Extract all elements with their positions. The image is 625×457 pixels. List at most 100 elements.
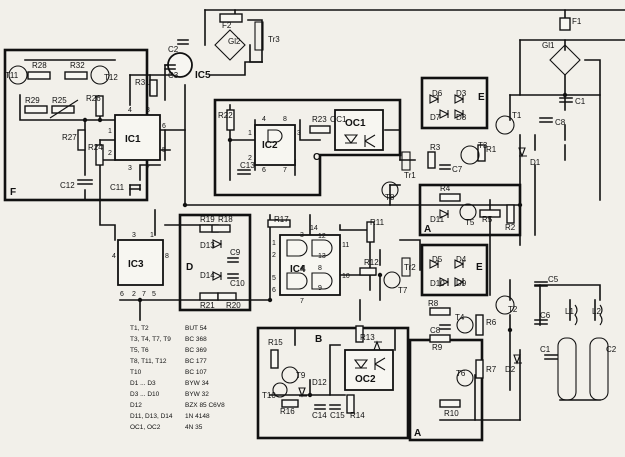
label-r19: R19: [200, 215, 215, 224]
label-r9: R9: [432, 343, 443, 352]
ic4-pin-3: 3: [300, 232, 304, 239]
ic4-pin-10: 10: [342, 273, 350, 280]
legend-row-4-parts: T8, T11, T12: [130, 358, 167, 365]
label-f1: F1: [572, 17, 582, 26]
component-labels: T11 T12 R28 R32 R29 R25 R26 R27 R24 C12 …: [5, 17, 617, 420]
oc2-label: OC2: [355, 374, 376, 385]
label-r15: R15: [268, 338, 283, 347]
ic4-pin-7: 7: [300, 298, 304, 305]
block-b-outline: [256, 326, 410, 440]
ic2-pin-7: 7: [283, 167, 287, 174]
ic2-pin-1: 1: [248, 130, 252, 137]
legend-row-1-parts: T1, T2: [130, 325, 149, 332]
label-t3: T3: [478, 141, 488, 150]
label-r4: R4: [440, 184, 451, 193]
ic3-pin-5: 5: [152, 291, 156, 298]
ic1-label: IC1: [125, 134, 141, 145]
label-t4: T4: [455, 313, 465, 322]
ic2-body: [254, 124, 296, 166]
label-c6: C6: [540, 311, 551, 320]
ic1-pin-7: 7: [146, 165, 150, 172]
label-c3: C3: [168, 71, 179, 80]
block-a1-outline: [418, 183, 522, 237]
label-r1: R1: [486, 145, 497, 154]
legend-row-8-parts: D12: [130, 402, 142, 409]
label-r26: R26: [86, 94, 101, 103]
ic3-pin-1: 1: [150, 232, 154, 239]
label-r8: R8: [428, 299, 439, 308]
label-r5: R5: [482, 215, 493, 224]
label-r13: R13: [360, 333, 375, 342]
legend-row-2-type: BC 368: [185, 336, 207, 343]
label-tr2: Tr2: [404, 263, 416, 272]
label-c7: C7: [452, 165, 463, 174]
label-d3: D3: [456, 89, 467, 98]
ic3-pin-7: 7: [142, 291, 146, 298]
ic2-label: IC2: [262, 140, 278, 151]
legend-row-1-type: BUT 54: [185, 325, 207, 332]
block-e1-label: E: [478, 92, 485, 103]
block-b-label: B: [315, 334, 322, 345]
ic2-pin-6: 6: [262, 167, 266, 174]
block-a1-label: A: [424, 224, 431, 235]
block-f-label: F: [10, 187, 16, 198]
ic2-pin-8: 8: [283, 116, 287, 123]
label-gl1: Gl1: [542, 41, 555, 50]
legend-row-2-parts: T3, T4, T7, T9: [130, 336, 171, 343]
label-l2: L2: [592, 307, 601, 316]
transistors: [8, 65, 515, 398]
label-c2-out: C2: [606, 345, 617, 354]
block-e1-outline: [420, 76, 489, 130]
ic4-pin-1: 1: [272, 240, 276, 247]
legend-row-10-parts: OC1, OC2: [130, 424, 161, 431]
label-r14: R14: [350, 411, 365, 420]
label-d6: D6: [432, 89, 443, 98]
label-r27: R27: [62, 133, 77, 142]
block-d-outline: [178, 213, 252, 312]
magnetics-and-loads: [219, 13, 609, 401]
label-r22: R22: [218, 111, 233, 120]
label-c15: C15: [330, 411, 345, 420]
label-d2: D2: [505, 365, 516, 374]
ic1-pin-4: 4: [128, 107, 132, 114]
legend-row-3-type: BC 369: [185, 347, 207, 354]
capacitors: [77, 39, 573, 410]
label-r21: R21: [200, 301, 215, 310]
ic1-pin-1: 1: [108, 128, 112, 135]
ic2-pin-2: 2: [248, 155, 252, 162]
label-c10: C10: [230, 279, 245, 288]
label-r18: R18: [218, 215, 233, 224]
label-c13: C13: [240, 161, 255, 170]
functional-blocks: [3, 48, 522, 442]
resistors: [24, 71, 515, 414]
ic-pin-numbers: 1 2 4 8 6 5 3 7 1 2 4 8 3 6 7 3 1 4 8 6 …: [108, 107, 350, 305]
label-d13: D13: [200, 241, 215, 250]
legend-row-7-type: BYW 32: [185, 391, 209, 398]
label-d10: D10: [430, 279, 445, 288]
ic4-label: IC4: [290, 264, 306, 275]
label-c12: C12: [60, 181, 75, 190]
label-c9: C9: [230, 248, 241, 257]
ic4-pin-2: 2: [272, 252, 276, 259]
ic5-label: IC5: [195, 70, 211, 81]
label-c5: C5: [548, 275, 559, 284]
label-d11: D11: [430, 215, 445, 224]
label-d1: D1: [530, 158, 541, 167]
block-e2-outline: [420, 243, 489, 297]
block-c-outline: [213, 98, 402, 197]
ic4-pin-8: 8: [318, 265, 322, 272]
legend-row-9-parts: D11, D13, D14: [130, 413, 173, 420]
ic3-pin-8: 8: [165, 253, 169, 260]
ic1-pin-6: 6: [162, 123, 166, 130]
label-r10: R10: [444, 409, 459, 418]
ic1-pin-2: 2: [108, 150, 112, 157]
ic3-label: IC3: [128, 259, 144, 270]
label-t2: T2: [508, 305, 518, 314]
label-c14: C14: [312, 411, 327, 420]
label-r2: R2: [505, 223, 516, 232]
label-r17: R17: [274, 215, 289, 224]
ic1-pin-8: 8: [146, 107, 150, 114]
label-r12: R12: [364, 258, 379, 267]
label-t11: T11: [5, 71, 19, 80]
label-d5: D5: [432, 255, 443, 264]
